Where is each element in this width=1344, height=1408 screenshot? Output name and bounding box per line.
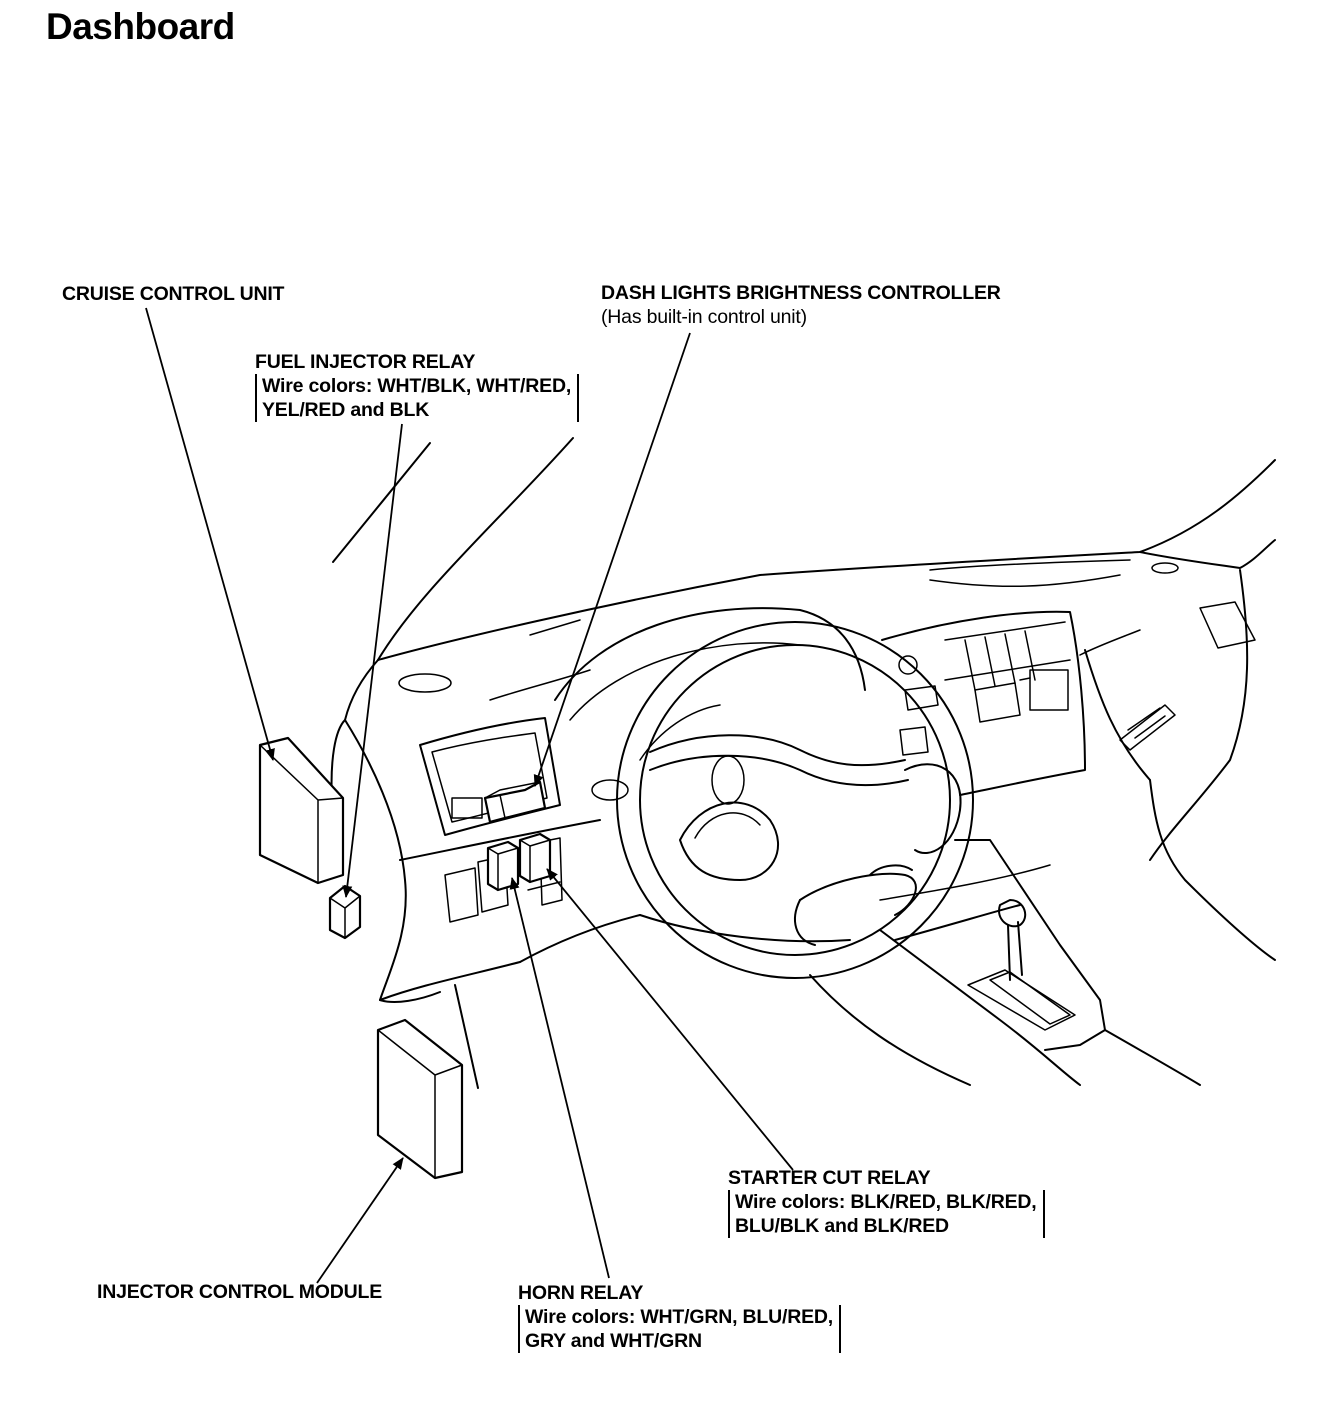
instrument-cluster [554, 607, 866, 801]
starter-cut-relay-wires: Wire colors: BLK/RED, BLK/RED, BLU/BLK a… [728, 1190, 1045, 1238]
fuel-injector-relay [328, 884, 362, 940]
label-fuel-injector-relay: FUEL INJECTOR RELAY Wire colors: WHT/BLK… [255, 350, 580, 422]
dashboard-outline [330, 459, 1276, 1089]
injector-control-module-name: INJECTOR CONTROL MODULE [97, 1281, 383, 1303]
label-starter-cut-relay: STARTER CUT RELAY Wire colors: BLK/RED, … [728, 1166, 1045, 1238]
steering-wheel [616, 621, 974, 979]
horn-wires-line-2: GRY and WHT/GRN [525, 1330, 702, 1352]
fuel-injector-relay-name: FUEL INJECTOR RELAY [255, 351, 476, 373]
fuel-injector-wires-line-1: Wire colors: WHT/BLK, WHT/RED, [262, 375, 572, 397]
label-cruise-control-unit: CRUISE CONTROL UNIT [62, 282, 284, 306]
starter-cut-wires-line-1: Wire colors: BLK/RED, BLK/RED, [735, 1191, 1037, 1213]
leader-lines [145, 307, 794, 1284]
horn-wires-line-1: Wire colors: WHT/GRN, BLU/RED, [525, 1306, 833, 1328]
label-injector-control-module: INJECTOR CONTROL MODULE [97, 1280, 382, 1304]
cruise-control-name: CRUISE CONTROL UNIT [62, 283, 285, 305]
fuel-injector-relay-wires: Wire colors: WHT/BLK, WHT/RED, YEL/RED a… [255, 374, 580, 422]
center-console [809, 610, 1201, 1086]
dash-lights-controller [483, 780, 547, 824]
dash-lights-name: DASH LIGHTS BRIGHTNESS CONTROLLER [601, 282, 1001, 304]
label-dash-lights-controller: DASH LIGHTS BRIGHTNESS CONTROLLER (Has b… [601, 281, 1001, 329]
starter-cut-relay-name: STARTER CUT RELAY [728, 1167, 931, 1189]
cruise-control-unit [258, 736, 345, 885]
label-horn-relay: HORN RELAY Wire colors: WHT/GRN, BLU/RED… [518, 1281, 841, 1353]
horn-relay-wires: Wire colors: WHT/GRN, BLU/RED, GRY and W… [518, 1305, 841, 1353]
fuel-injector-wires-line-2: YEL/RED and BLK [262, 399, 430, 421]
injector-control-module [376, 1018, 464, 1180]
left-switch-panel [419, 717, 563, 923]
starter-cut-wires-line-2: BLU/BLK and BLK/RED [735, 1215, 949, 1237]
dash-lights-note: (Has built-in control unit) [601, 306, 807, 328]
page-title: Dashboard [46, 6, 235, 47]
windshield-pillars [332, 437, 574, 661]
horn-relay-name: HORN RELAY [518, 1282, 644, 1304]
